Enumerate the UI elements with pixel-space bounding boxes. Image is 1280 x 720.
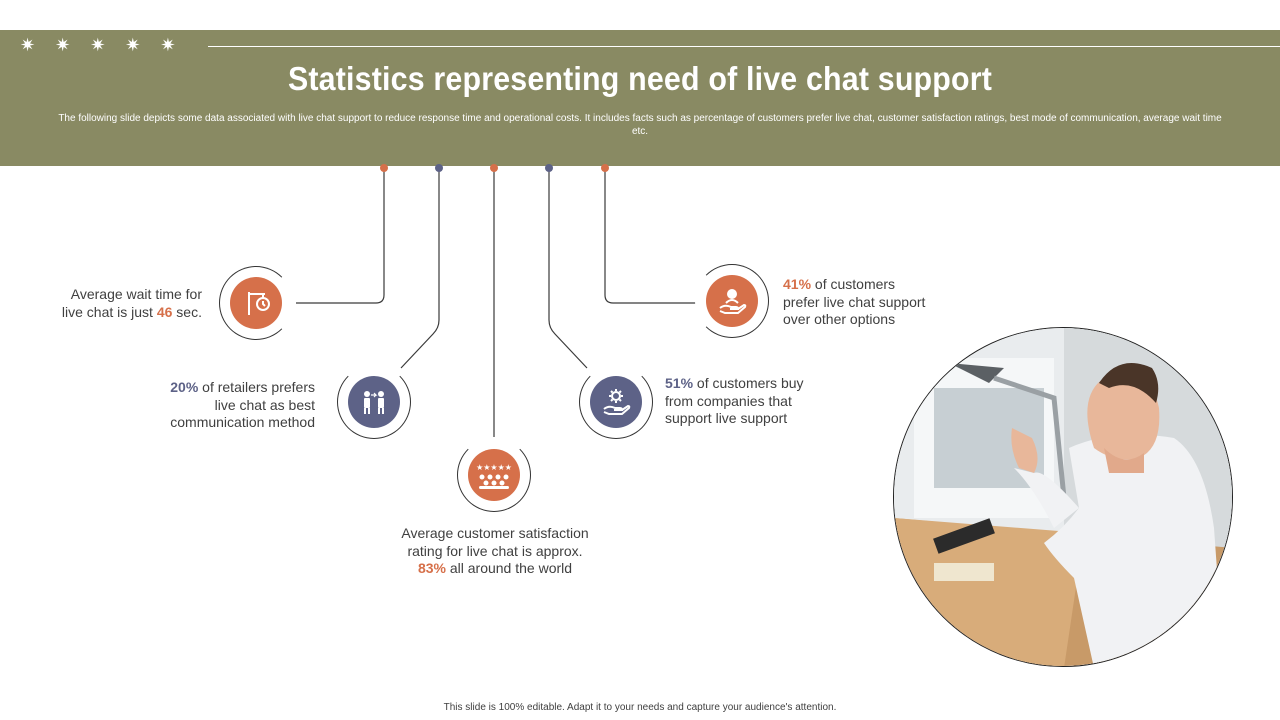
header-divider xyxy=(208,46,1280,47)
stat-text-line: over other options xyxy=(783,311,896,327)
stat-number: 83% xyxy=(417,560,446,576)
stat-wait-time: Average wait time for live chat is just … xyxy=(40,286,202,321)
stat-text-line: Average wait time for xyxy=(70,286,202,302)
stat-text: all around the world xyxy=(445,560,573,576)
stat-text: of customers xyxy=(811,276,896,292)
connector-dot xyxy=(380,164,388,172)
stat-text-line: Average customer satisfaction xyxy=(401,525,589,541)
support-agent-photo xyxy=(893,327,1233,667)
stat-number: 20% xyxy=(170,379,199,395)
header-band: ✷ ✷ ✷ ✷ ✷ Statistics representing need o… xyxy=(0,30,1280,166)
stat-retailers: 20% of retailers prefers live chat as be… xyxy=(150,379,315,432)
gear-hand-icon xyxy=(590,376,642,428)
star-icon: ✷ xyxy=(160,35,176,55)
stat-satisfaction: Average customer satisfaction rating for… xyxy=(380,525,610,578)
people-exchange-icon xyxy=(348,376,400,428)
stat-prefer: 41% of customers prefer live chat suppor… xyxy=(783,276,963,329)
star-icon: ✷ xyxy=(125,35,141,55)
stat-number: 46 xyxy=(156,303,173,320)
stat-text-line: 41% of customers xyxy=(783,276,963,294)
stat-text-line: prefer live chat support xyxy=(783,293,926,310)
stat-buy: 51% of customers buy from companies that… xyxy=(665,375,835,428)
connector-dot xyxy=(545,164,553,172)
support-hand-icon xyxy=(706,275,758,327)
stat-text-line: communication method xyxy=(170,414,315,430)
stat-text: of customers buy xyxy=(693,375,804,391)
star-icon: ✷ xyxy=(55,35,71,55)
stat-text-line: 20% of retailers prefers xyxy=(150,379,315,397)
stat-text-line: from companies that xyxy=(665,392,792,409)
stat-number: 41% xyxy=(783,276,812,292)
stat-text-line: live chat as best xyxy=(214,396,315,413)
clock-signpost-icon xyxy=(230,277,282,329)
stat-text: of retailers prefers xyxy=(198,379,315,395)
stat-text-line: 51% of customers buy xyxy=(665,375,835,393)
connector-dot xyxy=(601,164,609,172)
slide-subtitle: The following slide depicts some data as… xyxy=(58,113,1222,137)
decorative-stars: ✷ ✷ ✷ ✷ ✷ xyxy=(20,36,175,54)
stat-text-line: support live support xyxy=(665,410,788,426)
rating-group-icon: ★★★★★ xyxy=(468,449,520,501)
slide-title: Statistics representing need of live cha… xyxy=(287,60,993,97)
stat-text-line: 83% all around the world xyxy=(380,560,610,578)
svg-text:★★★★★: ★★★★★ xyxy=(476,463,512,472)
stat-text: live chat is just xyxy=(61,303,157,320)
stat-text-line: rating for live chat is approx. xyxy=(407,542,583,559)
connector-dot xyxy=(435,164,443,172)
stat-text-line: live chat is just 46 sec. xyxy=(40,304,202,322)
stat-number: 51% xyxy=(665,375,694,391)
star-icon: ✷ xyxy=(90,35,106,55)
stat-text: sec. xyxy=(172,303,202,320)
connector-dot xyxy=(490,164,498,172)
star-icon: ✷ xyxy=(20,35,36,55)
footer-note: This slide is 100% editable. Adapt it to… xyxy=(443,702,837,713)
